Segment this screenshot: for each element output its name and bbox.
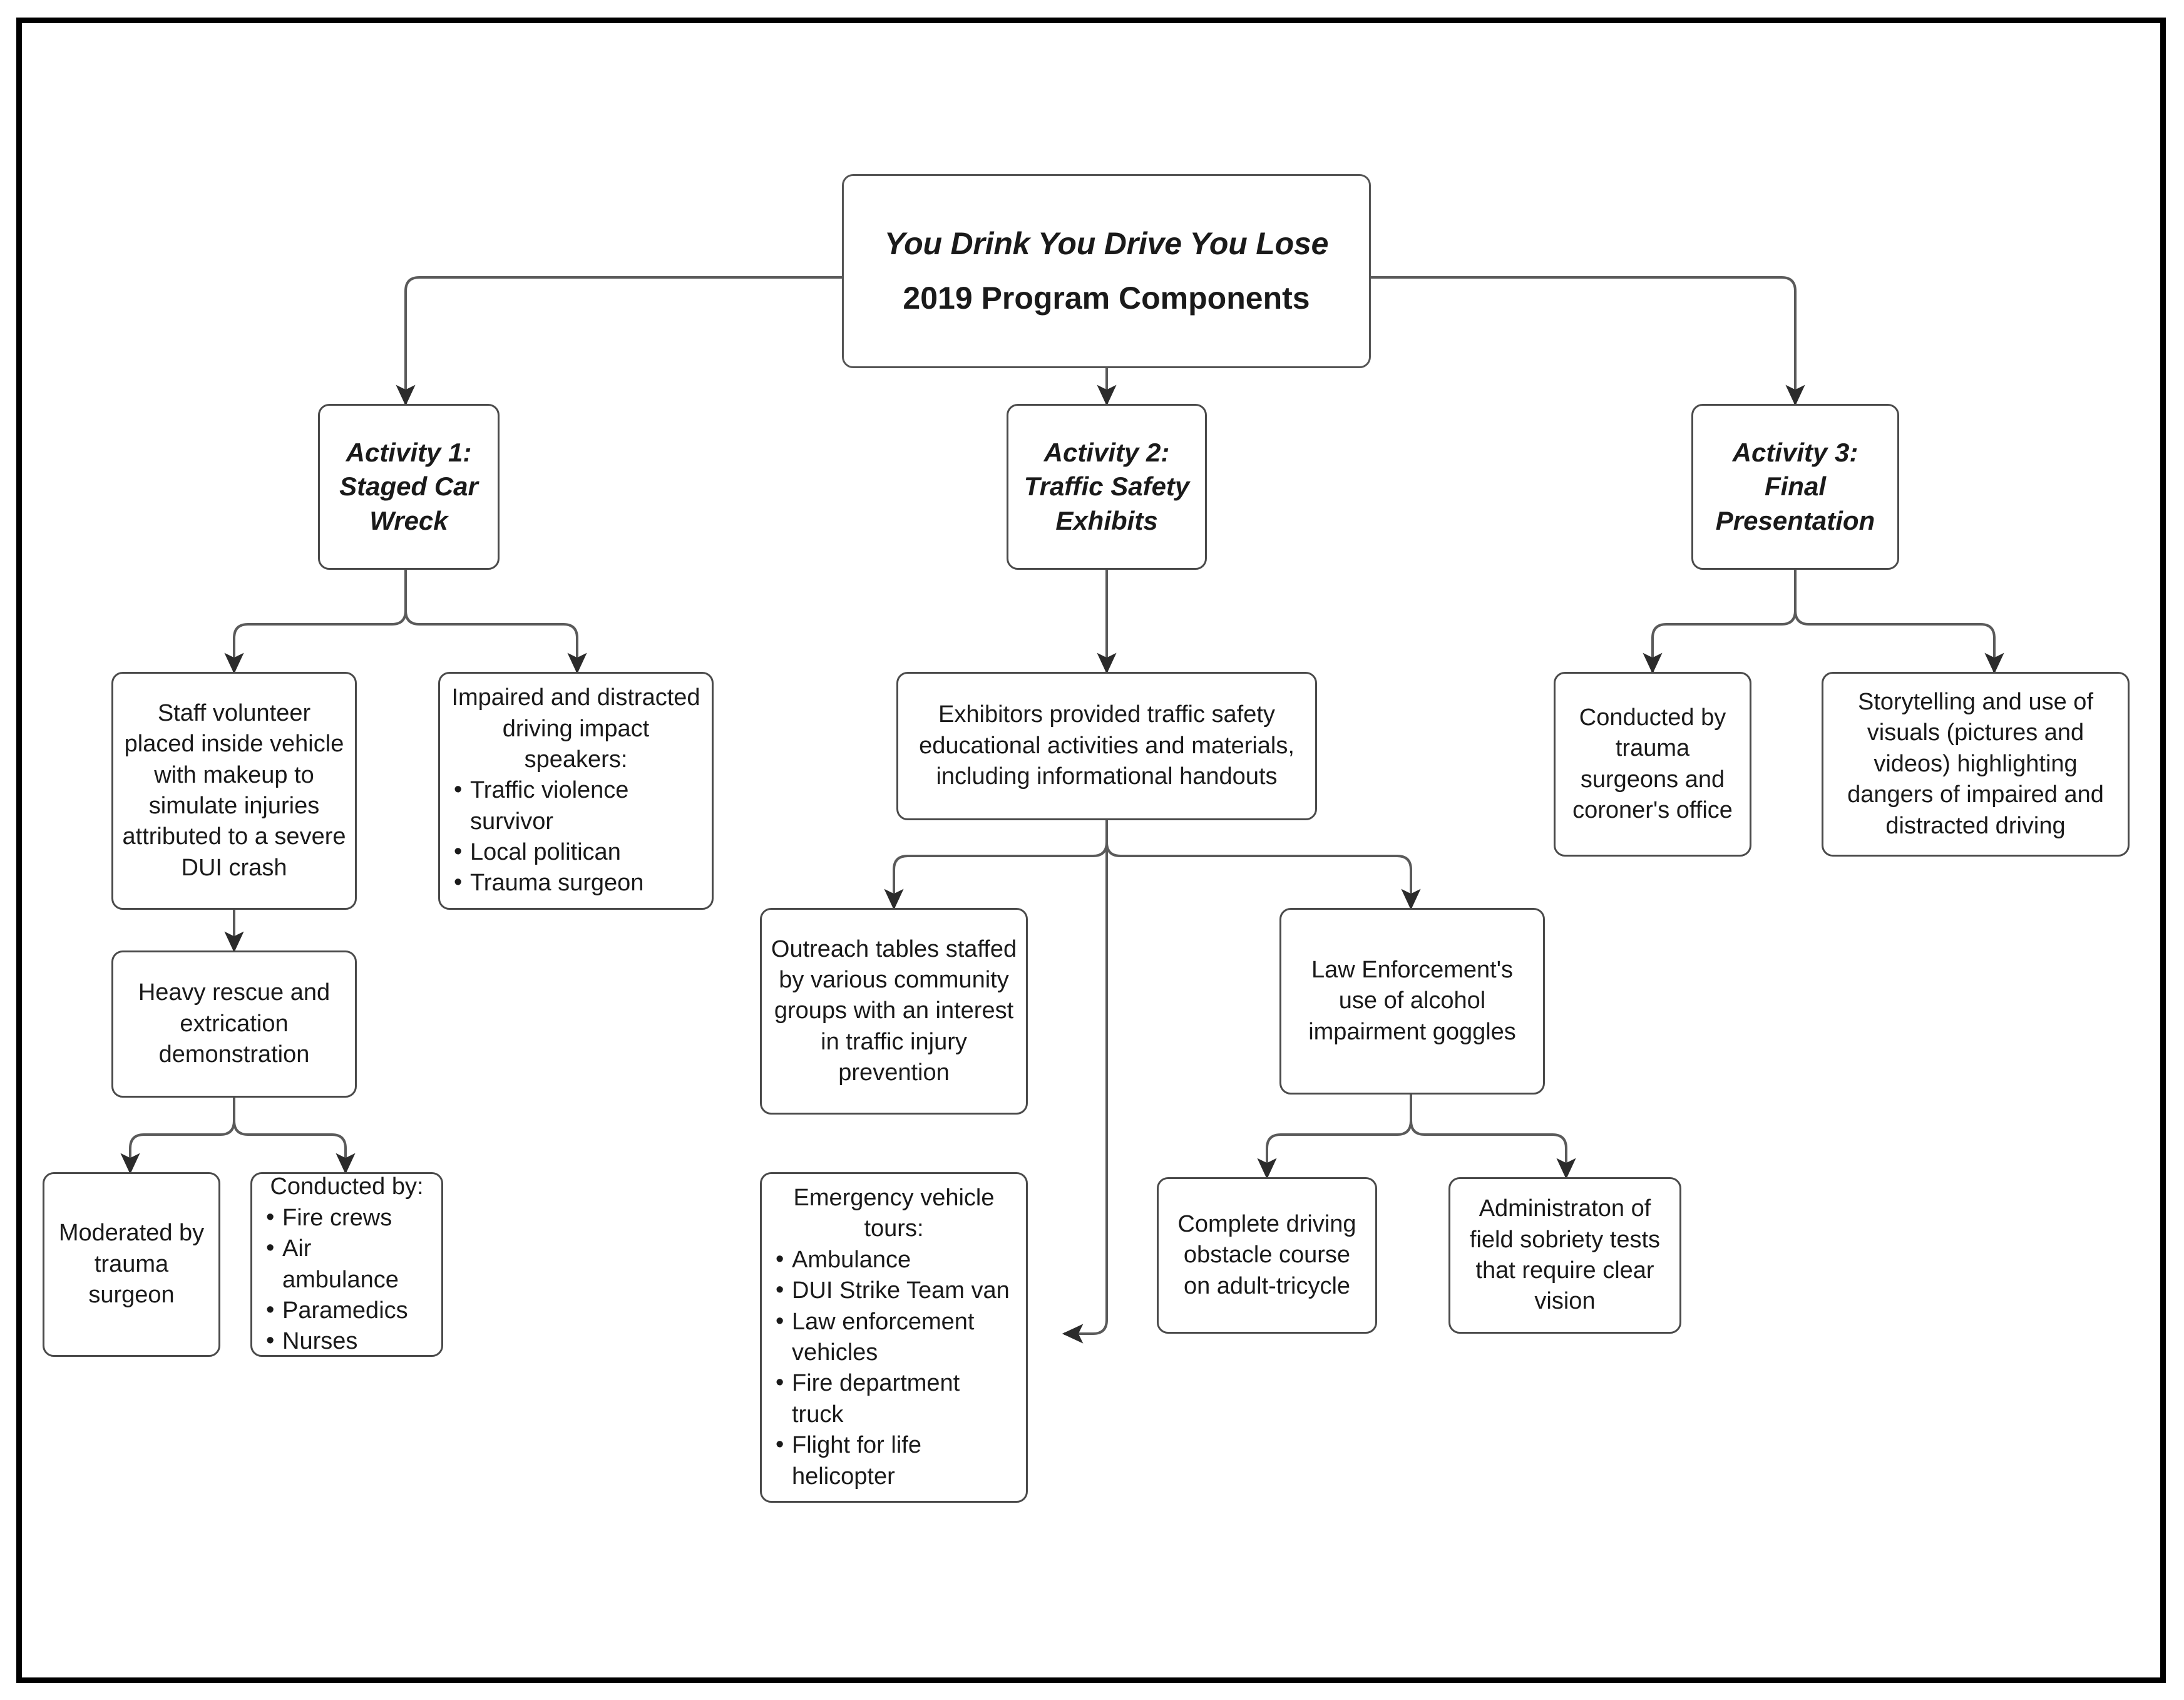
node-emergency-vehicle-tours[interactable]: Emergency vehicle tours: Ambulance DUI S… bbox=[760, 1172, 1028, 1503]
node-activity-3[interactable]: Activity 3: Final Presentation bbox=[1691, 404, 1899, 570]
list-item: Ambulance bbox=[771, 1244, 1017, 1275]
node-heavy-rescue[interactable]: Heavy rescue and extrication demonstrati… bbox=[111, 950, 357, 1098]
node-law-enforcement-goggles[interactable]: Law Enforcement's use of alcohol impairm… bbox=[1279, 908, 1545, 1095]
list-item: Local politican bbox=[449, 837, 703, 868]
root-title-italic: You Drink You Drive You Lose bbox=[884, 226, 1329, 261]
heavy-rescue-text: Heavy rescue and extrication demonstrati… bbox=[138, 979, 331, 1068]
list-item: Nurses bbox=[261, 1326, 433, 1357]
node-outreach-tables[interactable]: Outreach tables staffed by various commu… bbox=[760, 908, 1028, 1115]
exhibitors-text: Exhibitors provided traffic safety educa… bbox=[919, 701, 1295, 790]
sobriety-tests-text: Administraton of field sobriety tests th… bbox=[1469, 1195, 1661, 1315]
activity2-line2: Traffic Safety bbox=[1023, 471, 1190, 502]
node-exhibitors-provided[interactable]: Exhibitors provided traffic safety educa… bbox=[896, 672, 1317, 820]
conducted-by-lead: Conducted by: bbox=[270, 1173, 424, 1200]
node-conducted-by-trauma-surgeons[interactable]: Conducted by trauma surgeons and coroner… bbox=[1554, 672, 1751, 857]
list-item: Air ambulance bbox=[261, 1233, 433, 1296]
obstacle-course-text: Complete driving obstacle course on adul… bbox=[1177, 1210, 1356, 1299]
impact-speakers-lead: Impaired and distracted driving impact s… bbox=[451, 684, 700, 773]
activity1-line1: Activity 1: bbox=[346, 437, 472, 467]
activity2-line1: Activity 2: bbox=[1043, 437, 1170, 467]
list-item: Fire department truck bbox=[771, 1368, 1017, 1430]
root-title-bold: 2019 Program Components bbox=[903, 281, 1310, 316]
node-field-sobriety-tests[interactable]: Administraton of field sobriety tests th… bbox=[1448, 1177, 1681, 1334]
impact-speakers-list: Traffic violence survivor Local politica… bbox=[449, 775, 703, 899]
node-activity-2[interactable]: Activity 2: Traffic Safety Exhibits bbox=[1007, 404, 1207, 570]
conducted-by-list: Fire crews Air ambulance Paramedics Nurs… bbox=[261, 1202, 433, 1357]
list-item: Traffic violence survivor bbox=[449, 775, 703, 837]
activity1-line3: Wreck bbox=[369, 505, 448, 535]
list-item: Law enforcement vehicles bbox=[771, 1306, 1017, 1369]
root-node-program-components[interactable]: You Drink You Drive You Lose 2019 Progra… bbox=[842, 174, 1371, 368]
list-item: Trauma surgeon bbox=[449, 867, 703, 899]
activity1-line2: Staged Car bbox=[339, 471, 478, 502]
moderated-text: Moderated by trauma surgeon bbox=[58, 1220, 205, 1309]
vehicle-tours-lead: Emergency vehicle tours: bbox=[793, 1185, 995, 1242]
staff-volunteer-text: Staff volunteer placed inside vehicle wi… bbox=[122, 699, 346, 881]
node-impact-speakers[interactable]: Impaired and distracted driving impact s… bbox=[438, 672, 714, 910]
storytelling-text: Storytelling and use of visuals (picture… bbox=[1847, 689, 2104, 839]
list-item: Flight for life helicopter bbox=[771, 1430, 1017, 1492]
activity3-line3: Presentation bbox=[1715, 505, 1875, 535]
list-item: DUI Strike Team van bbox=[771, 1275, 1017, 1306]
node-staff-volunteer[interactable]: Staff volunteer placed inside vehicle wi… bbox=[111, 672, 357, 910]
node-obstacle-course[interactable]: Complete driving obstacle course on adul… bbox=[1157, 1177, 1377, 1334]
node-activity-1[interactable]: Activity 1: Staged Car Wreck bbox=[318, 404, 500, 570]
node-storytelling-visuals[interactable]: Storytelling and use of visuals (picture… bbox=[1822, 672, 2130, 857]
activity3-line1: Activity 3: bbox=[1732, 437, 1858, 467]
node-conducted-by-crew[interactable]: Conducted by: Fire crews Air ambulance P… bbox=[250, 1172, 443, 1357]
outreach-tables-text: Outreach tables staffed by various commu… bbox=[771, 935, 1017, 1086]
list-item: Paramedics bbox=[261, 1295, 433, 1326]
activity3-line2: Final bbox=[1764, 471, 1826, 502]
vehicle-tours-list: Ambulance DUI Strike Team van Law enforc… bbox=[771, 1244, 1017, 1492]
law-enforcement-text: Law Enforcement's use of alcohol impairm… bbox=[1308, 956, 1516, 1045]
activity2-line3: Exhibits bbox=[1055, 505, 1158, 535]
node-moderated-by-trauma-surgeon[interactable]: Moderated by trauma surgeon bbox=[43, 1172, 220, 1357]
a3-conducted-by-text: Conducted by trauma surgeons and coroner… bbox=[1572, 704, 1733, 823]
list-item: Fire crews bbox=[261, 1202, 433, 1234]
